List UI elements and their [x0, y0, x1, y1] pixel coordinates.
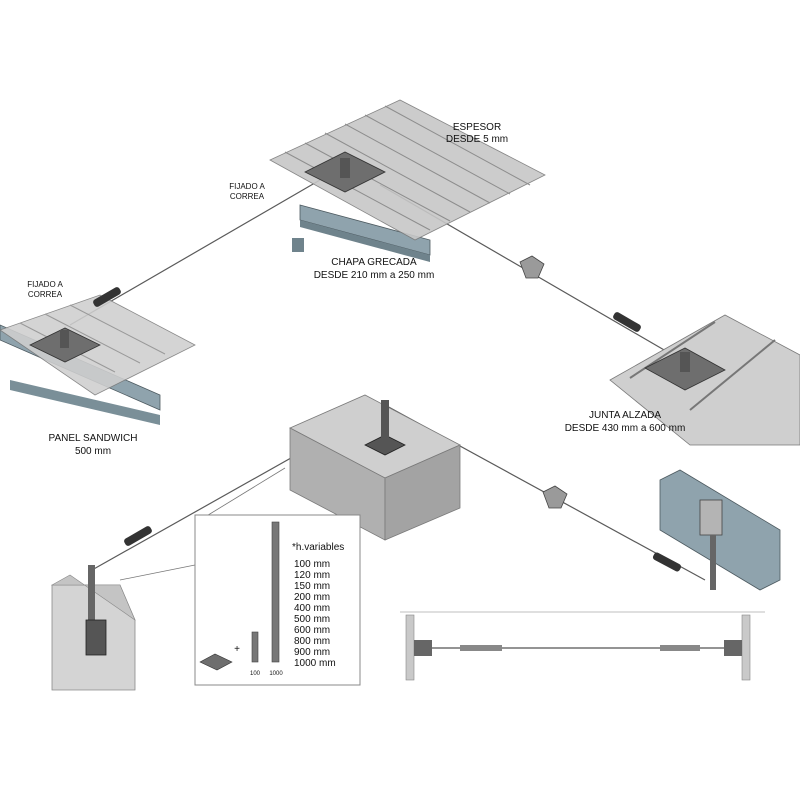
tensioner-wall: [124, 526, 152, 546]
corrugated-sheet: [269, 99, 546, 241]
height-item: 200 mm: [294, 592, 330, 603]
wall-bracket: [85, 619, 107, 656]
height-item: 800 mm: [294, 636, 330, 647]
standing-seam-1: [689, 339, 776, 411]
vertical-beam-assembly: [652, 469, 781, 591]
junta-label-2: DESDE 430 mm a 600 mm: [565, 423, 686, 434]
tensioner-right: [613, 312, 641, 332]
plus-sign: +: [234, 644, 240, 655]
steel-beam-top-web: [300, 220, 430, 262]
beam-clamp-plate: [699, 499, 723, 536]
espesor-label-2: DESDE 5 mm: [446, 134, 508, 145]
intermediate-bracket-center: [542, 485, 568, 509]
wall-assembly: [50, 526, 152, 691]
fijado-left-label-2: CORREA: [28, 290, 63, 299]
concrete-block-assembly: [289, 394, 568, 541]
espesor-label-1: ESPESOR: [453, 122, 501, 133]
fijado-top-label-2: CORREA: [230, 192, 265, 201]
fijado-left-label-1: FIJADO A: [27, 280, 63, 289]
height-item: 600 mm: [294, 625, 330, 636]
callout-line-2: [199, 467, 286, 521]
detail-tensioner-right: [660, 645, 700, 651]
height-item: 150 mm: [294, 581, 330, 592]
heights-detail-box: [119, 467, 361, 686]
horizontal-line-detail: [400, 611, 765, 681]
detail-wall-left: [405, 614, 415, 681]
detail-anchor-left: [414, 640, 432, 656]
steel-beam-left-2: [10, 380, 160, 425]
tall-post-label: 1000: [269, 671, 283, 677]
panel-label-1: PANEL SANDWICH: [49, 433, 138, 444]
chapa-label-2: DESDE 210 mm a 250 mm: [314, 270, 435, 281]
heights-title: *h.variables: [292, 542, 344, 553]
height-item: 1000 mm: [294, 658, 336, 669]
height-item: 400 mm: [294, 603, 330, 614]
tensioner-left: [93, 287, 121, 307]
height-item: 100 mm: [294, 559, 330, 570]
anchor-post-top: [340, 158, 350, 178]
detail-anchor-right: [724, 640, 742, 656]
fijado-top-label-1: FIJADO A: [229, 182, 265, 191]
anchor-post-left: [60, 330, 69, 348]
wall-post: [88, 565, 95, 635]
tensioner-beam: [652, 552, 682, 572]
standing-seam-2: [629, 321, 716, 379]
detail-base-plate: [199, 653, 233, 671]
small-post: [251, 631, 259, 663]
anchor-post-right: [680, 352, 690, 372]
corrugation-ridges: [284, 105, 531, 231]
chapa-label-1: CHAPA GRECADA: [331, 257, 417, 268]
panel-label-2: 500 mm: [75, 446, 111, 457]
concrete-right-face: [384, 444, 461, 541]
panel-sandwich-assembly: [0, 287, 196, 425]
junta-label-1: JUNTA ALZADA: [589, 410, 661, 421]
height-item: 900 mm: [294, 647, 330, 658]
beam-post: [710, 535, 716, 590]
height-item: 500 mm: [294, 614, 330, 625]
intermediate-bracket-right: [519, 255, 545, 279]
steel-beam-top-flange: [292, 238, 304, 252]
anchor-post-center: [381, 400, 389, 445]
tall-post: [271, 521, 280, 663]
detail-wall-right: [741, 614, 751, 681]
wall-side-face: [50, 574, 136, 621]
heights-list: *h.variables 100 mm 120 mm 150 mm 200 mm…: [234, 542, 344, 677]
callout-line-1: [119, 564, 196, 581]
height-item: 120 mm: [294, 570, 330, 581]
small-post-label: 100: [250, 671, 261, 677]
chapa-grecada-assembly: [269, 99, 546, 262]
labels: ESPESOR DESDE 5 mm FIJADO A CORREA FIJAD…: [27, 122, 685, 457]
detail-tensioner-left: [460, 645, 502, 651]
junta-alzada-assembly: [519, 255, 800, 446]
